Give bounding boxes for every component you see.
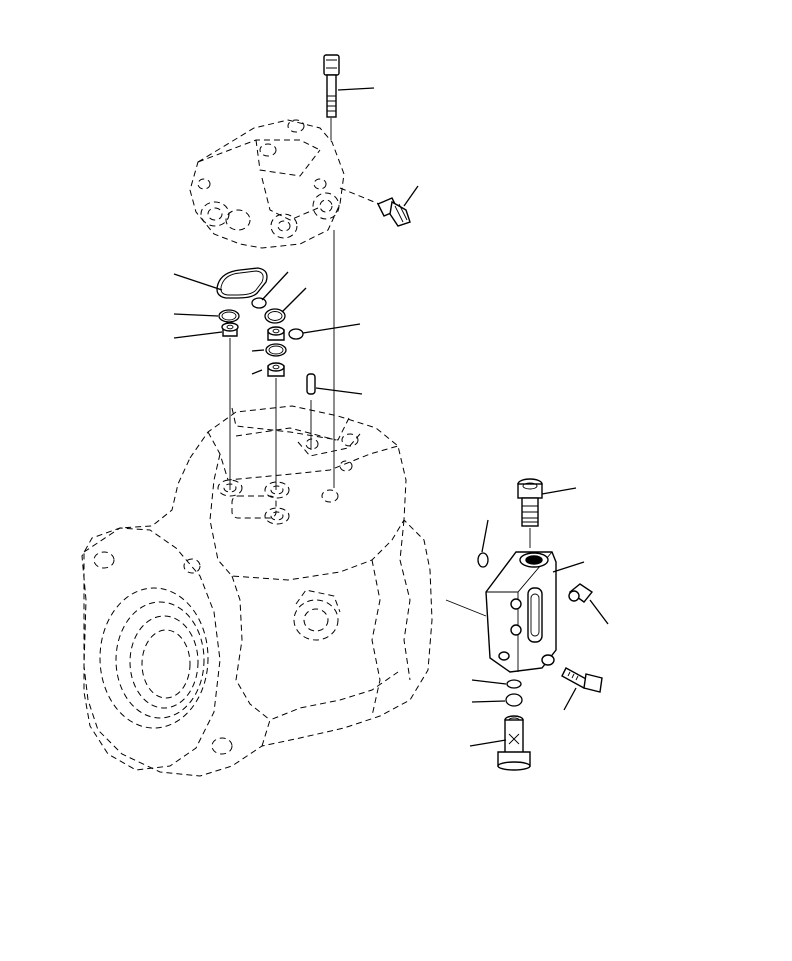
valve-body [189,119,345,249]
o-ring-bottom-1 [471,679,522,689]
pump-housing [81,405,433,777]
leader-plug-connector [403,185,419,207]
leader-spool-top [541,487,577,495]
o-ring-small-2 [264,287,307,324]
o-ring-small-1 [251,271,289,309]
leader-o-ring-large [173,273,223,291]
o-ring-bottom-2 [471,693,523,707]
leader-bolt-top [337,87,375,91]
assembly-line [445,599,487,617]
leader-valve-block [552,561,585,573]
valve-block [485,551,585,673]
sleeve-2 [251,326,285,490]
dowel-pin [306,230,363,488]
leader-bolt-side [563,687,577,711]
plug-side [568,583,609,625]
o-ring-small-5 [251,343,287,357]
bolt-side [561,667,603,711]
o-ring-small-3 [173,309,240,323]
spool-bottom [469,715,531,771]
o-ring-large [173,267,268,299]
o-ring-side [477,519,489,568]
bolt-top [323,54,375,140]
sleeve-1 [173,322,239,490]
o-ring-small-4 [288,323,361,340]
leader-spool-bottom [469,739,507,747]
spool-top [517,478,577,548]
plug-connector [339,185,419,227]
leader-plug-side [589,599,609,625]
